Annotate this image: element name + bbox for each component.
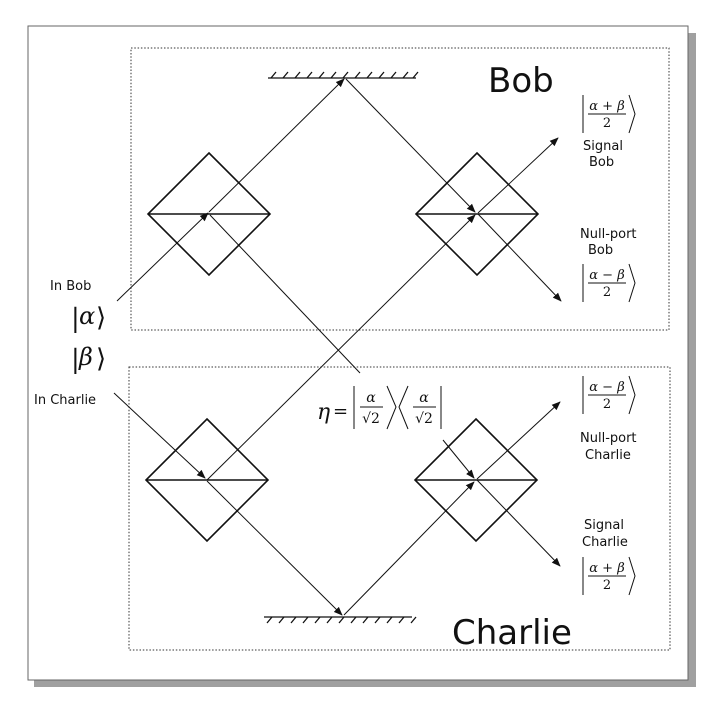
beam-splitter-charlie-right: [413, 417, 539, 543]
beam-input-bob: [116, 212, 209, 302]
beam-cross-to-eta: [209, 214, 361, 374]
eta-formula: η = α √2 α √2: [317, 385, 442, 430]
beta-ket: | β ⟩: [71, 343, 106, 375]
alpha-ket-symbol: α: [79, 302, 95, 330]
charlie-null-label-2: Charlie: [585, 448, 631, 463]
bob-signal-denominator: 2: [603, 116, 611, 131]
beam-bob-to-mirror: [208, 78, 345, 213]
alpha-ket-close: ⟩: [96, 303, 106, 333]
charlie-null-denominator: 2: [603, 397, 611, 412]
outer-frame: [27, 25, 689, 681]
charlie-signal-denominator: 2: [603, 578, 611, 593]
beam-charlie-to-bob-right: [206, 214, 476, 481]
beam-charlie-to-mirror: [206, 480, 343, 616]
bob-null-label-2: Bob: [588, 243, 613, 258]
bob-null-numerator: α − β: [589, 268, 624, 283]
bob-null-ket: α − β 2: [582, 263, 636, 303]
top-mirror: [268, 71, 419, 79]
bob-null-denominator: 2: [603, 285, 611, 300]
charlie-signal-numerator: α + β: [589, 561, 624, 576]
beam-splitter-bob-right: [414, 151, 540, 277]
beam-mirror-to-bob-right: [345, 78, 476, 213]
bob-title: Bob: [488, 61, 554, 101]
eta-ket-numerator: α: [366, 390, 376, 406]
eta-bra-denominator: √2: [415, 411, 433, 427]
eta-bra-numerator: α: [419, 390, 429, 406]
alpha-ket: | α ⟩: [71, 302, 106, 334]
charlie-signal-label-1: Signal: [584, 518, 624, 533]
beta-ket-open: |: [71, 345, 80, 375]
eta-equals: =: [333, 401, 348, 422]
charlie-signal-ket: α + β 2: [582, 556, 636, 596]
bob-signal-numerator: α + β: [589, 99, 624, 114]
beam-charlie-signal-out: [476, 479, 561, 567]
bottom-mirror: [264, 616, 417, 624]
charlie-null-label-1: Null-port: [580, 431, 637, 446]
alpha-ket-open: |: [71, 304, 80, 334]
eta-ket-denominator: √2: [362, 411, 380, 427]
beam-splitter-bob-left: [146, 151, 272, 277]
bob-signal-label-1: Signal: [583, 139, 623, 154]
beam-input-charlie: [113, 392, 206, 479]
charlie-null-numerator: α − β: [589, 380, 624, 395]
in-charlie-label: In Charlie: [34, 393, 96, 408]
in-bob-label: In Bob: [50, 279, 91, 294]
beam-charlie-null-out: [476, 401, 561, 480]
beam-mirror-to-charlie-right: [343, 481, 475, 616]
beam-bob-signal-out: [477, 137, 559, 214]
bob-region-box: [130, 47, 670, 331]
charlie-signal-label-2: Charlie: [582, 535, 628, 550]
eta-symbol: η: [317, 400, 330, 425]
beta-ket-close: ⟩: [96, 344, 106, 374]
beta-ket-symbol: β: [78, 343, 93, 371]
bob-signal-ket: α + β 2: [582, 94, 636, 134]
beam-bob-null-out: [477, 213, 562, 302]
charlie-null-ket: α − β 2: [582, 375, 636, 415]
beam-eta-to-charlie-right: [442, 439, 475, 479]
charlie-title: Charlie: [452, 613, 572, 653]
bob-signal-label-2: Bob: [589, 155, 614, 170]
bob-null-label-1: Null-port: [580, 227, 637, 242]
